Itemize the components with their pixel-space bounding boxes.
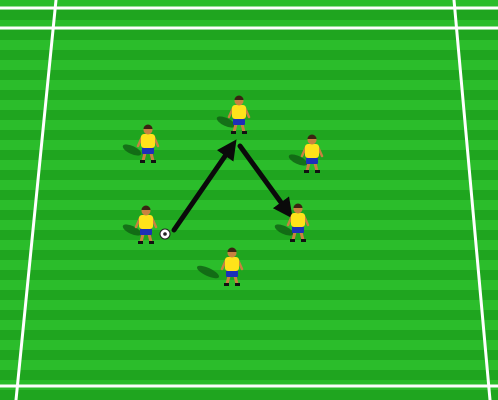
grass-stripe: [0, 320, 498, 330]
grass-stripe: [0, 60, 498, 70]
grass-stripe: [0, 140, 498, 150]
grass-stripe: [0, 180, 498, 190]
grass-stripe: [0, 340, 498, 350]
grass-stripe: [0, 200, 498, 210]
grass-stripe: [0, 260, 498, 270]
grass-stripe: [0, 100, 498, 110]
grass-stripe: [0, 120, 498, 130]
grass-stripe: [0, 40, 498, 50]
grass-stripe: [0, 360, 498, 370]
grass-stripe: [0, 300, 498, 310]
grass-stripe: [0, 240, 498, 250]
ball-icon: [160, 229, 170, 239]
grass-stripe: [0, 280, 498, 290]
grass-stripe: [0, 80, 498, 90]
grass-stripe: [0, 220, 498, 230]
